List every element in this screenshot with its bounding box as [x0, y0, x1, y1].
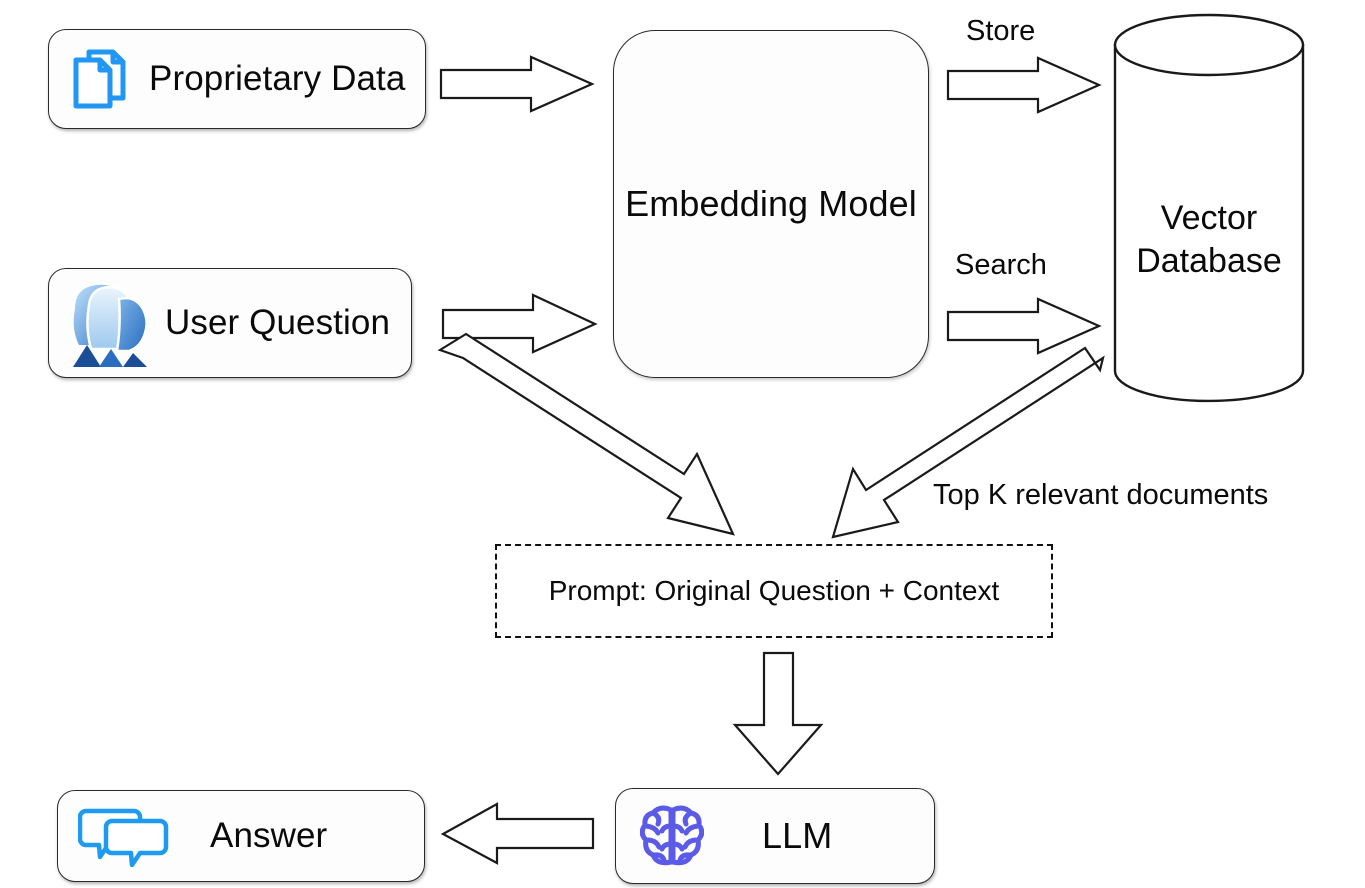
node-user-question[interactable]: User Question: [48, 268, 412, 378]
brain-icon: [640, 802, 704, 870]
node-label-vector-database-line2: Database: [1136, 242, 1282, 280]
node-label-vector-database: Vector Database: [1112, 197, 1306, 283]
node-label-user-question: User Question: [165, 303, 391, 342]
node-embedding-model[interactable]: Embedding Model: [613, 30, 929, 378]
people-icon: [67, 275, 157, 371]
documents-icon: [71, 48, 127, 110]
node-prompt-box[interactable]: Prompt: Original Question + Context: [495, 544, 1053, 638]
arrow-search: [946, 297, 1102, 355]
arrow-store: [946, 56, 1102, 114]
edge-label-top-k-relevant-documents: Top K relevant documents: [933, 479, 1269, 511]
arrow-prompt-to-llm: [732, 651, 824, 776]
node-label-proprietary-data: Proprietary Data: [149, 59, 406, 98]
arrow-llm-to-answer: [440, 802, 595, 865]
node-label-prompt: Prompt: Original Question + Context: [548, 575, 1000, 606]
node-label-embedding-model: Embedding Model: [625, 183, 917, 224]
arrow-data-to-embedding: [439, 55, 595, 113]
node-label-vector-database-line1: Vector: [1160, 199, 1258, 237]
node-proprietary-data[interactable]: Proprietary Data: [48, 29, 426, 129]
node-vector-database[interactable]: Vector Database: [1112, 12, 1306, 404]
node-answer[interactable]: Answer: [57, 790, 425, 882]
edge-label-search: Search: [955, 249, 1047, 281]
node-label-llm: LLM: [762, 815, 833, 856]
node-llm[interactable]: LLM: [615, 788, 935, 884]
node-label-answer: Answer: [210, 816, 328, 855]
arrow-question-to-embedding: [441, 293, 598, 354]
cylinder-shape: [1113, 13, 1305, 403]
speech-bubbles-icon: [78, 805, 170, 867]
edge-label-store: Store: [966, 15, 1036, 47]
